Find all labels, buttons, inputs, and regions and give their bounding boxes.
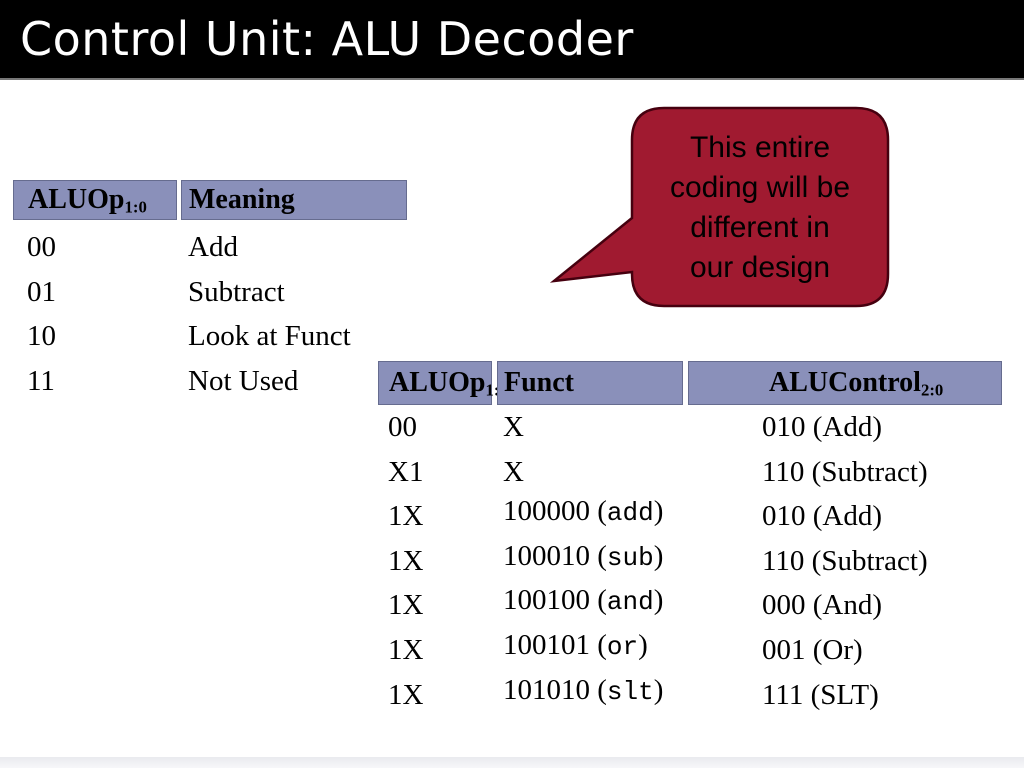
funct-mnemonic: add [606,498,654,529]
callout-line: different in [690,211,830,244]
funct-mnemonic: sub [606,542,654,573]
alucontrol-value: 000 (And) [762,589,883,622]
aluop-value: 01 [27,275,56,308]
page-title: Control Unit: ALU Decoder [20,12,634,66]
aluop-value: 1X [388,678,424,711]
decoder-table-header-alucontrol: ALUControl2:0 [688,361,1002,405]
funct-mnemonic: and [606,587,654,618]
funct-value: 100101 (or) [503,628,648,662]
aluop-value: 10 [27,320,56,353]
decoder-table-row: 1X 100000 (add) 010 (Add) [378,494,1018,539]
aluop-value: X1 [388,455,424,488]
decoder-table-row: X1 X 110 (Subtract) [378,450,1018,495]
header-subscript: 2:0 [920,380,944,400]
funct-value: 101010 (slt) [503,673,664,707]
decoder-table-row: 1X 100100 (and) 000 (And) [378,583,1018,628]
callout-line: our design [689,251,831,284]
aluop-table-row: 01 Subtract [13,270,413,315]
aluop-table-row: 00 Add [13,225,413,270]
decoder-table-header-aluop: ALUOp1:0 [378,361,508,405]
meaning-value: Subtract [188,275,285,308]
decoder-table-header: ALUOp1:0 Funct ALUControl2:0 [378,361,1002,405]
funct-mnemonic: or [606,631,639,662]
callout-text: This entire coding will be different in … [632,128,888,288]
aluop-value: 1X [388,544,424,577]
aluop-table-rows: 00 Add 01 Subtract 10 Look at Funct 11 Not Used [13,225,413,404]
alucontrol-value: 001 (Or) [762,633,863,666]
meaning-value: Not Used [188,365,299,398]
title-bar: Control Unit: ALU Decoder [0,0,1024,80]
meaning-value: Add [188,231,238,263]
callout-line: This entire [689,131,831,164]
decoder-table-header-funct: Funct [497,361,683,405]
decoder-table-row: 1X 100101 (or) 001 (Or) [378,628,1018,673]
aluop-value: 11 [27,365,55,398]
callout-line: coding will be [669,171,851,204]
aluop-value: 00 [27,231,56,263]
funct-value: X [503,455,524,488]
alucontrol-value: 111 (SLT) [762,678,879,711]
alucontrol-value: 010 (Add) [762,500,883,533]
decoder-table-row: 1X 100010 (sub) 110 (Subtract) [378,539,1018,584]
funct-mnemonic: slt [606,676,654,707]
alucontrol-value: 010 (Add) [762,411,883,443]
decoder-table-row: 00 X 010 (Add) [378,405,1018,450]
aluop-value: 00 [388,411,417,443]
aluop-table-header-aluop: ALUOp1:0 [13,180,177,220]
funct-value: 100000 (add) [503,495,664,529]
aluop-value: 1X [388,500,424,533]
header-subscript: 1:0 [124,197,147,217]
aluop-value: 1X [388,633,424,666]
decoder-table-row: 1X 101010 (slt) 111 (SLT) [378,673,1018,718]
aluop-table-row: 11 Not Used [13,359,413,404]
aluop-value: 1X [388,589,424,622]
funct-value: X [503,411,524,443]
callout-bubble-shape [549,106,890,308]
alucontrol-value: 110 (Subtract) [762,544,928,577]
aluop-table-header: ALUOp1:0 Meaning [13,180,407,220]
callout-bubble [549,106,890,308]
aluop-table-header-meaning: Meaning [181,180,407,220]
bottom-divider [0,757,1024,768]
alucontrol-value: 110 (Subtract) [762,455,928,488]
meaning-value: Look at Funct [188,320,351,353]
funct-value: 100010 (sub) [503,539,664,573]
funct-value: 100100 (and) [503,584,664,618]
aluop-table-row: 10 Look at Funct [13,314,413,359]
